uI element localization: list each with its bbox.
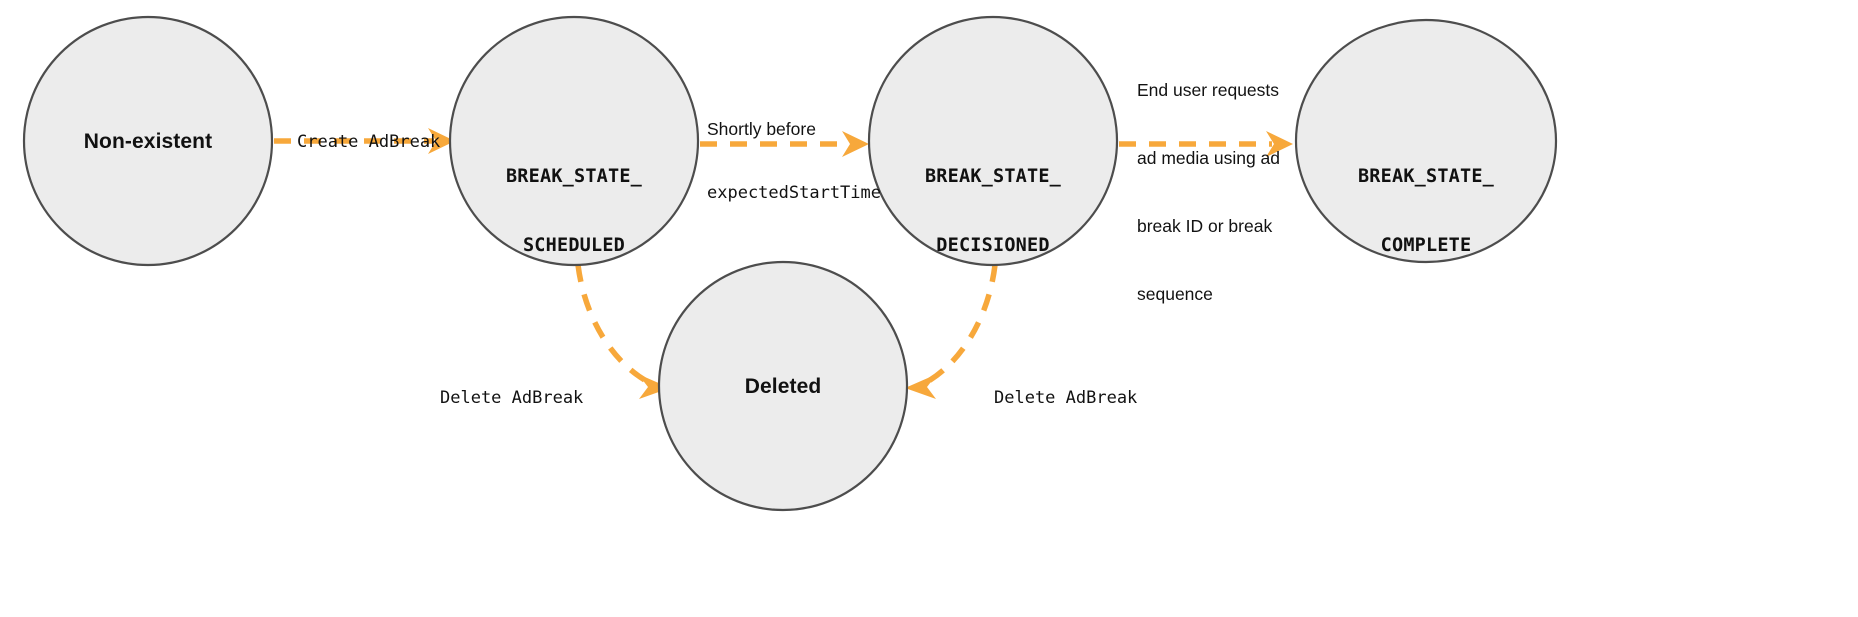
node-non-existent[interactable] — [22, 15, 274, 267]
edge-delete-from-scheduled-arrowhead — [638, 374, 670, 399]
node-break-state-scheduled[interactable] — [448, 15, 700, 267]
edge-end-user-requests-arrowhead — [1266, 131, 1293, 157]
edge-delete-from-scheduled — [575, 264, 670, 399]
node-break-state-decisioned[interactable] — [867, 15, 1119, 267]
edge-delete-from-decisioned-line — [923, 264, 998, 386]
edge-delete-from-scheduled-line — [575, 264, 652, 386]
node-break-state-complete[interactable] — [1294, 18, 1558, 264]
node-deleted[interactable] — [657, 260, 909, 512]
edge-delete-from-decisioned-arrowhead — [905, 374, 937, 399]
edge-create-adbreak-arrowhead — [428, 128, 455, 154]
edge-end-user-requests — [1119, 131, 1293, 157]
edge-shortly-before-arrowhead — [842, 131, 869, 157]
edge-delete-from-decisioned — [905, 264, 998, 399]
edge-shortly-before — [700, 131, 869, 157]
edge-create-adbreak — [274, 128, 455, 154]
